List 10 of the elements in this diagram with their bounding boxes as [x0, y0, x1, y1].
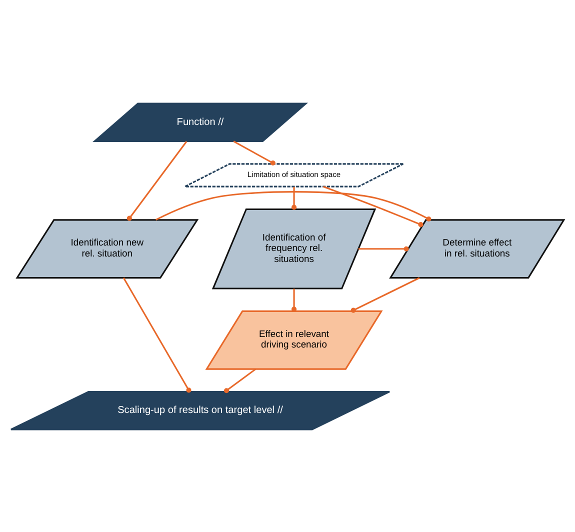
connector — [350, 276, 420, 312]
connector — [291, 186, 297, 210]
connector — [126, 140, 188, 220]
connector — [224, 368, 256, 393]
connector — [233, 140, 276, 166]
connector — [323, 185, 424, 227]
connector — [156, 190, 432, 222]
connector — [291, 288, 297, 312]
connector — [358, 246, 409, 251]
connector — [122, 276, 192, 392]
